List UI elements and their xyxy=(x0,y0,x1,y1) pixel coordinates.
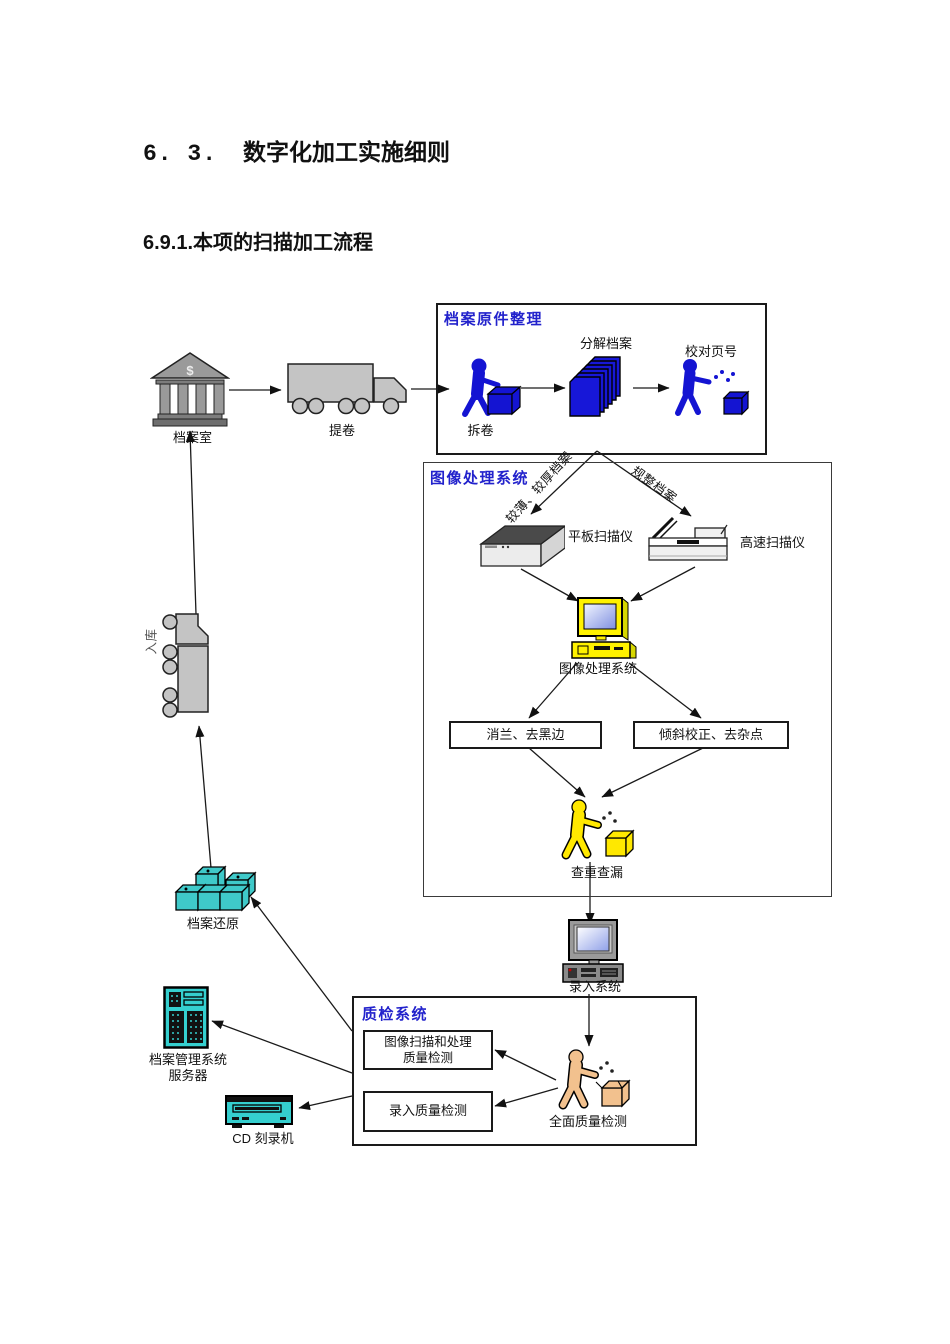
label-check-page-number: 校对页号 xyxy=(684,344,737,359)
person-unbind-icon xyxy=(462,358,522,417)
section-number: 6. 3. xyxy=(143,141,218,167)
group-title-image-processing: 图像处理系统 xyxy=(430,470,530,487)
scrap-dots xyxy=(602,811,617,823)
documents-stack-icon xyxy=(569,356,621,417)
section-title: 数字化加工实施细则 xyxy=(243,139,451,165)
truck-vertical-icon xyxy=(162,613,209,718)
group-quality-check xyxy=(352,996,697,1146)
label-archive-server: 档案管理系统 服务器 xyxy=(138,1052,238,1085)
label-archive-restore: 档案还原 xyxy=(186,916,239,931)
label-archive-server-line1: 档案管理系统 xyxy=(148,1052,227,1067)
label-check-dup-missing: 查重查漏 xyxy=(570,865,623,880)
group-title-archive-preparation: 档案原件整理 xyxy=(444,311,544,328)
label-archive-room: 档案室 xyxy=(172,430,212,445)
step-scan-quality-line1: 图像扫描和处理 xyxy=(384,1034,472,1049)
highspeed-scanner-icon xyxy=(648,516,728,561)
label-split-archive: 分解档案 xyxy=(579,336,632,351)
step-deskew-despeckle: 倾斜校正、去杂点 xyxy=(633,721,789,749)
scrap-dots xyxy=(714,370,735,382)
bank-icon: $ xyxy=(150,352,230,427)
label-fetch-volume: 提卷 xyxy=(328,423,355,438)
group-image-processing xyxy=(423,462,832,897)
flatbed-scanner-icon xyxy=(479,525,565,568)
label-entry-system: 录入系统 xyxy=(568,979,621,994)
section-heading: 6. 3. 数字化加工实施细则 xyxy=(143,133,450,167)
image-processing-computer-icon xyxy=(571,596,637,659)
step-remove-blue-black-edge: 消兰、去黑边 xyxy=(449,721,602,749)
label-flatbed-scanner: 平板扫描仪 xyxy=(568,529,634,544)
dollar-glyph: $ xyxy=(186,363,194,378)
truck-icon xyxy=(287,363,407,415)
label-unbind-volume: 拆卷 xyxy=(467,423,494,438)
label-archive-server-line2: 服务器 xyxy=(168,1068,208,1084)
person-check-pages-icon xyxy=(675,359,750,416)
subsection-heading: 6.9.1.本项的扫描加工流程 xyxy=(143,232,374,254)
label-highspeed-scanner: 高速扫描仪 xyxy=(740,535,806,550)
group-archive-preparation xyxy=(436,303,767,455)
box-glyph xyxy=(595,1079,631,1108)
person-overall-qc-icon xyxy=(558,1049,631,1110)
cd-writer-icon xyxy=(225,1095,293,1128)
step-entry-quality-check: 录入质量检测 xyxy=(363,1091,493,1132)
archive-box-glyph xyxy=(486,385,522,416)
label-image-processing-pc: 图像处理系统 xyxy=(558,661,637,676)
archive-restore-cubes-icon xyxy=(174,865,257,912)
group-title-quality-check: 质检系统 xyxy=(362,1006,429,1023)
waste-bin-glyph xyxy=(722,390,750,416)
label-cd-writer: CD 刻录机 xyxy=(232,1131,294,1146)
box-glyph xyxy=(604,829,635,858)
person-dup-check-icon xyxy=(561,799,635,860)
scrap-dots xyxy=(599,1061,614,1073)
step-scan-quality-check: 图像扫描和处理 质量检测 xyxy=(363,1030,493,1070)
label-overall-quality: 全面质量检测 xyxy=(548,1114,627,1129)
step-scan-quality-line2: 质量检测 xyxy=(402,1051,453,1065)
entry-system-computer-icon xyxy=(562,919,624,983)
archive-server-icon xyxy=(163,986,209,1049)
